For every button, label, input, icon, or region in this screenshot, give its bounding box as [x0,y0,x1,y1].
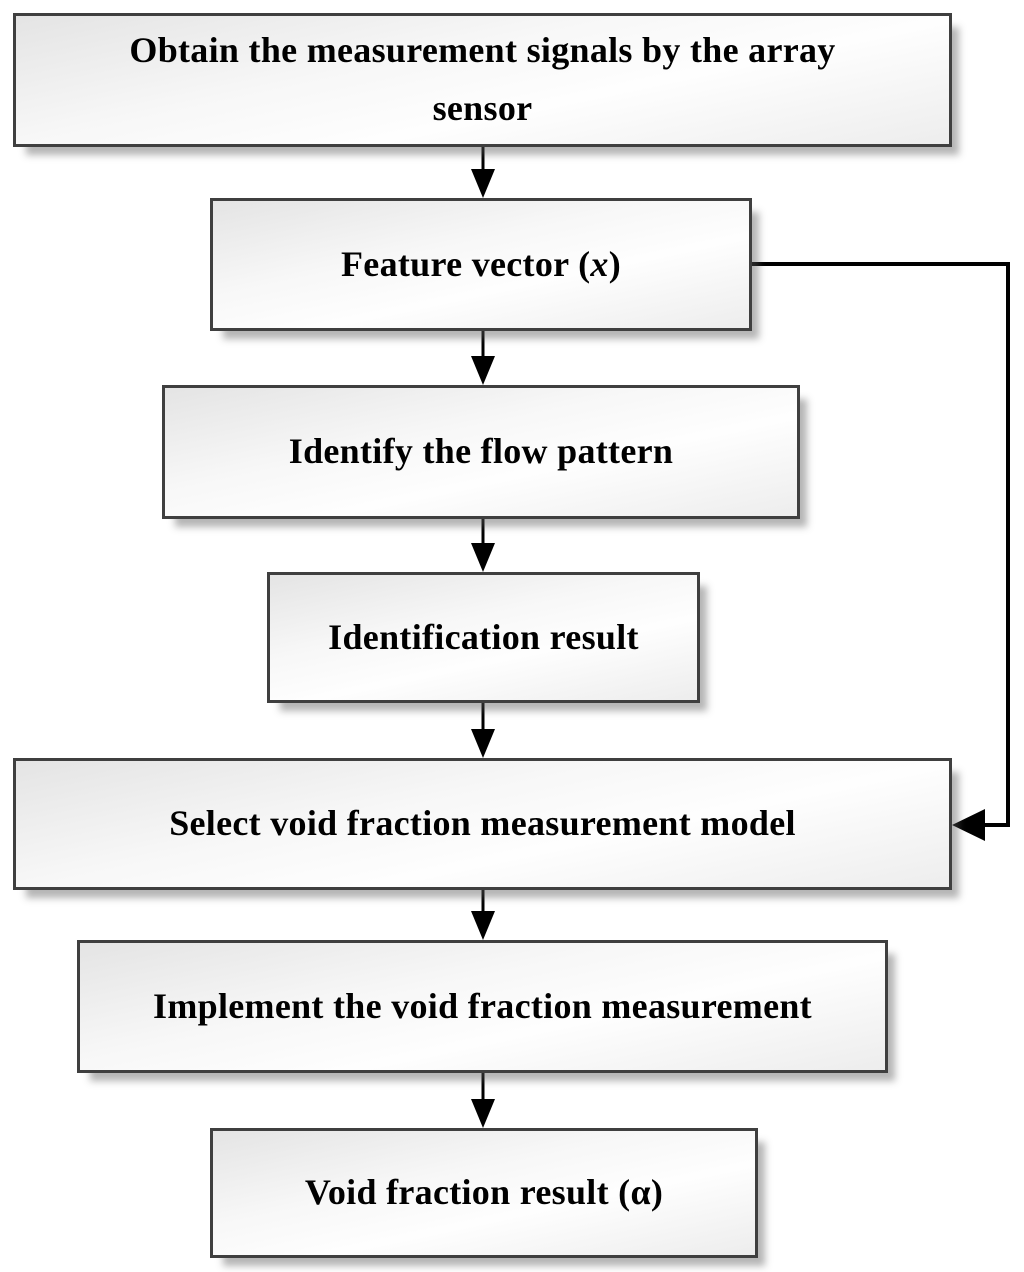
box-identify-flow-pattern-label: Identify the flow pattern [288,431,674,472]
arrow-select-to-implement [471,890,495,940]
box-implement-measurement: Implement the void fraction measurement [77,940,888,1073]
box-obtain-signals-label: Obtain the measurement signals by the ar… [129,30,836,128]
box-select-void-fraction-model-label: Select void fraction measurement model [169,803,796,844]
arrow-feature-to-identify [471,331,495,385]
box-implement-measurement-label: Implement the void fraction measurement [153,985,812,1026]
box-feature-vector-label: Feature vector (x) [341,236,621,294]
arrow-identify-to-result [471,519,495,572]
feedback-arrow-feature-to-select [752,262,1010,841]
box-void-fraction-result-label: Void fraction result (α) [304,1172,664,1213]
feature-vector-label-prefix: Feature vector ( [341,243,591,284]
arrow-implement-to-voidresult [471,1073,495,1128]
feature-vector-variable: x [590,243,609,284]
box-identification-result: Identification result [267,572,700,703]
arrow-result-to-select [471,703,495,758]
box-identify-flow-pattern: Identify the flow pattern [162,385,800,519]
box-obtain-signals: Obtain the measurement signals by the ar… [13,13,952,147]
feature-vector-label-suffix: ) [608,243,621,284]
box-feature-vector: Feature vector (x) [210,198,752,331]
box-identification-result-label: Identification result [328,616,639,657]
box-select-void-fraction-model: Select void fraction measurement model [13,758,952,890]
box-void-fraction-result: Void fraction result (α) [210,1128,758,1258]
arrow-obtain-to-feature [471,147,495,198]
